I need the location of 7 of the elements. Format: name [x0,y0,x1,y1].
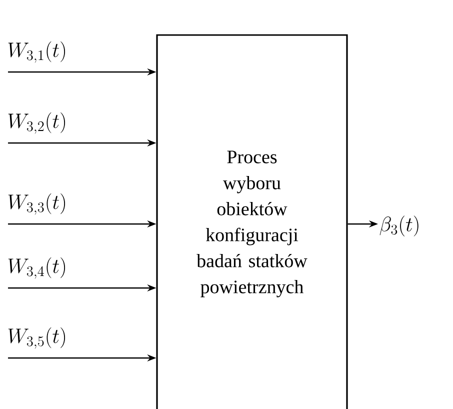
edge-label: $W_{3,5}(t)$ [8,327,66,349]
output-symbol: $\beta_3(t)$ [380,216,418,236]
edge-label: $W_{3,2}(t)$ [8,112,66,134]
edge-label: $W_{3,1}(t)$ [8,41,66,63]
process-box: Proces wyboru obiektów konfiguracji badań statków powietrznych [156,34,348,409]
edge-label: $W_{3,4}(t)$ [8,257,66,279]
edge-label: $W_{3,3}(t)$ [8,193,66,215]
